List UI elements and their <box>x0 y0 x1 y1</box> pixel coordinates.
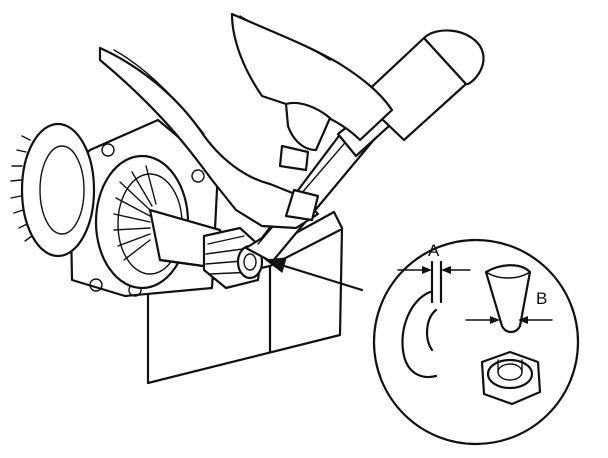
label-b: B <box>536 289 547 308</box>
ring-gear <box>10 122 96 258</box>
nut-section-detail <box>401 260 443 379</box>
hands <box>98 12 394 230</box>
detail-circle: A B <box>372 238 580 446</box>
lock-nut <box>202 226 264 290</box>
leader-arrow <box>264 257 364 292</box>
dimension-a: A <box>397 241 471 274</box>
dimension-b: B <box>465 289 553 324</box>
punch-tip-detail <box>484 264 532 334</box>
lock-nut-detail <box>480 350 542 406</box>
label-a: A <box>428 241 440 260</box>
